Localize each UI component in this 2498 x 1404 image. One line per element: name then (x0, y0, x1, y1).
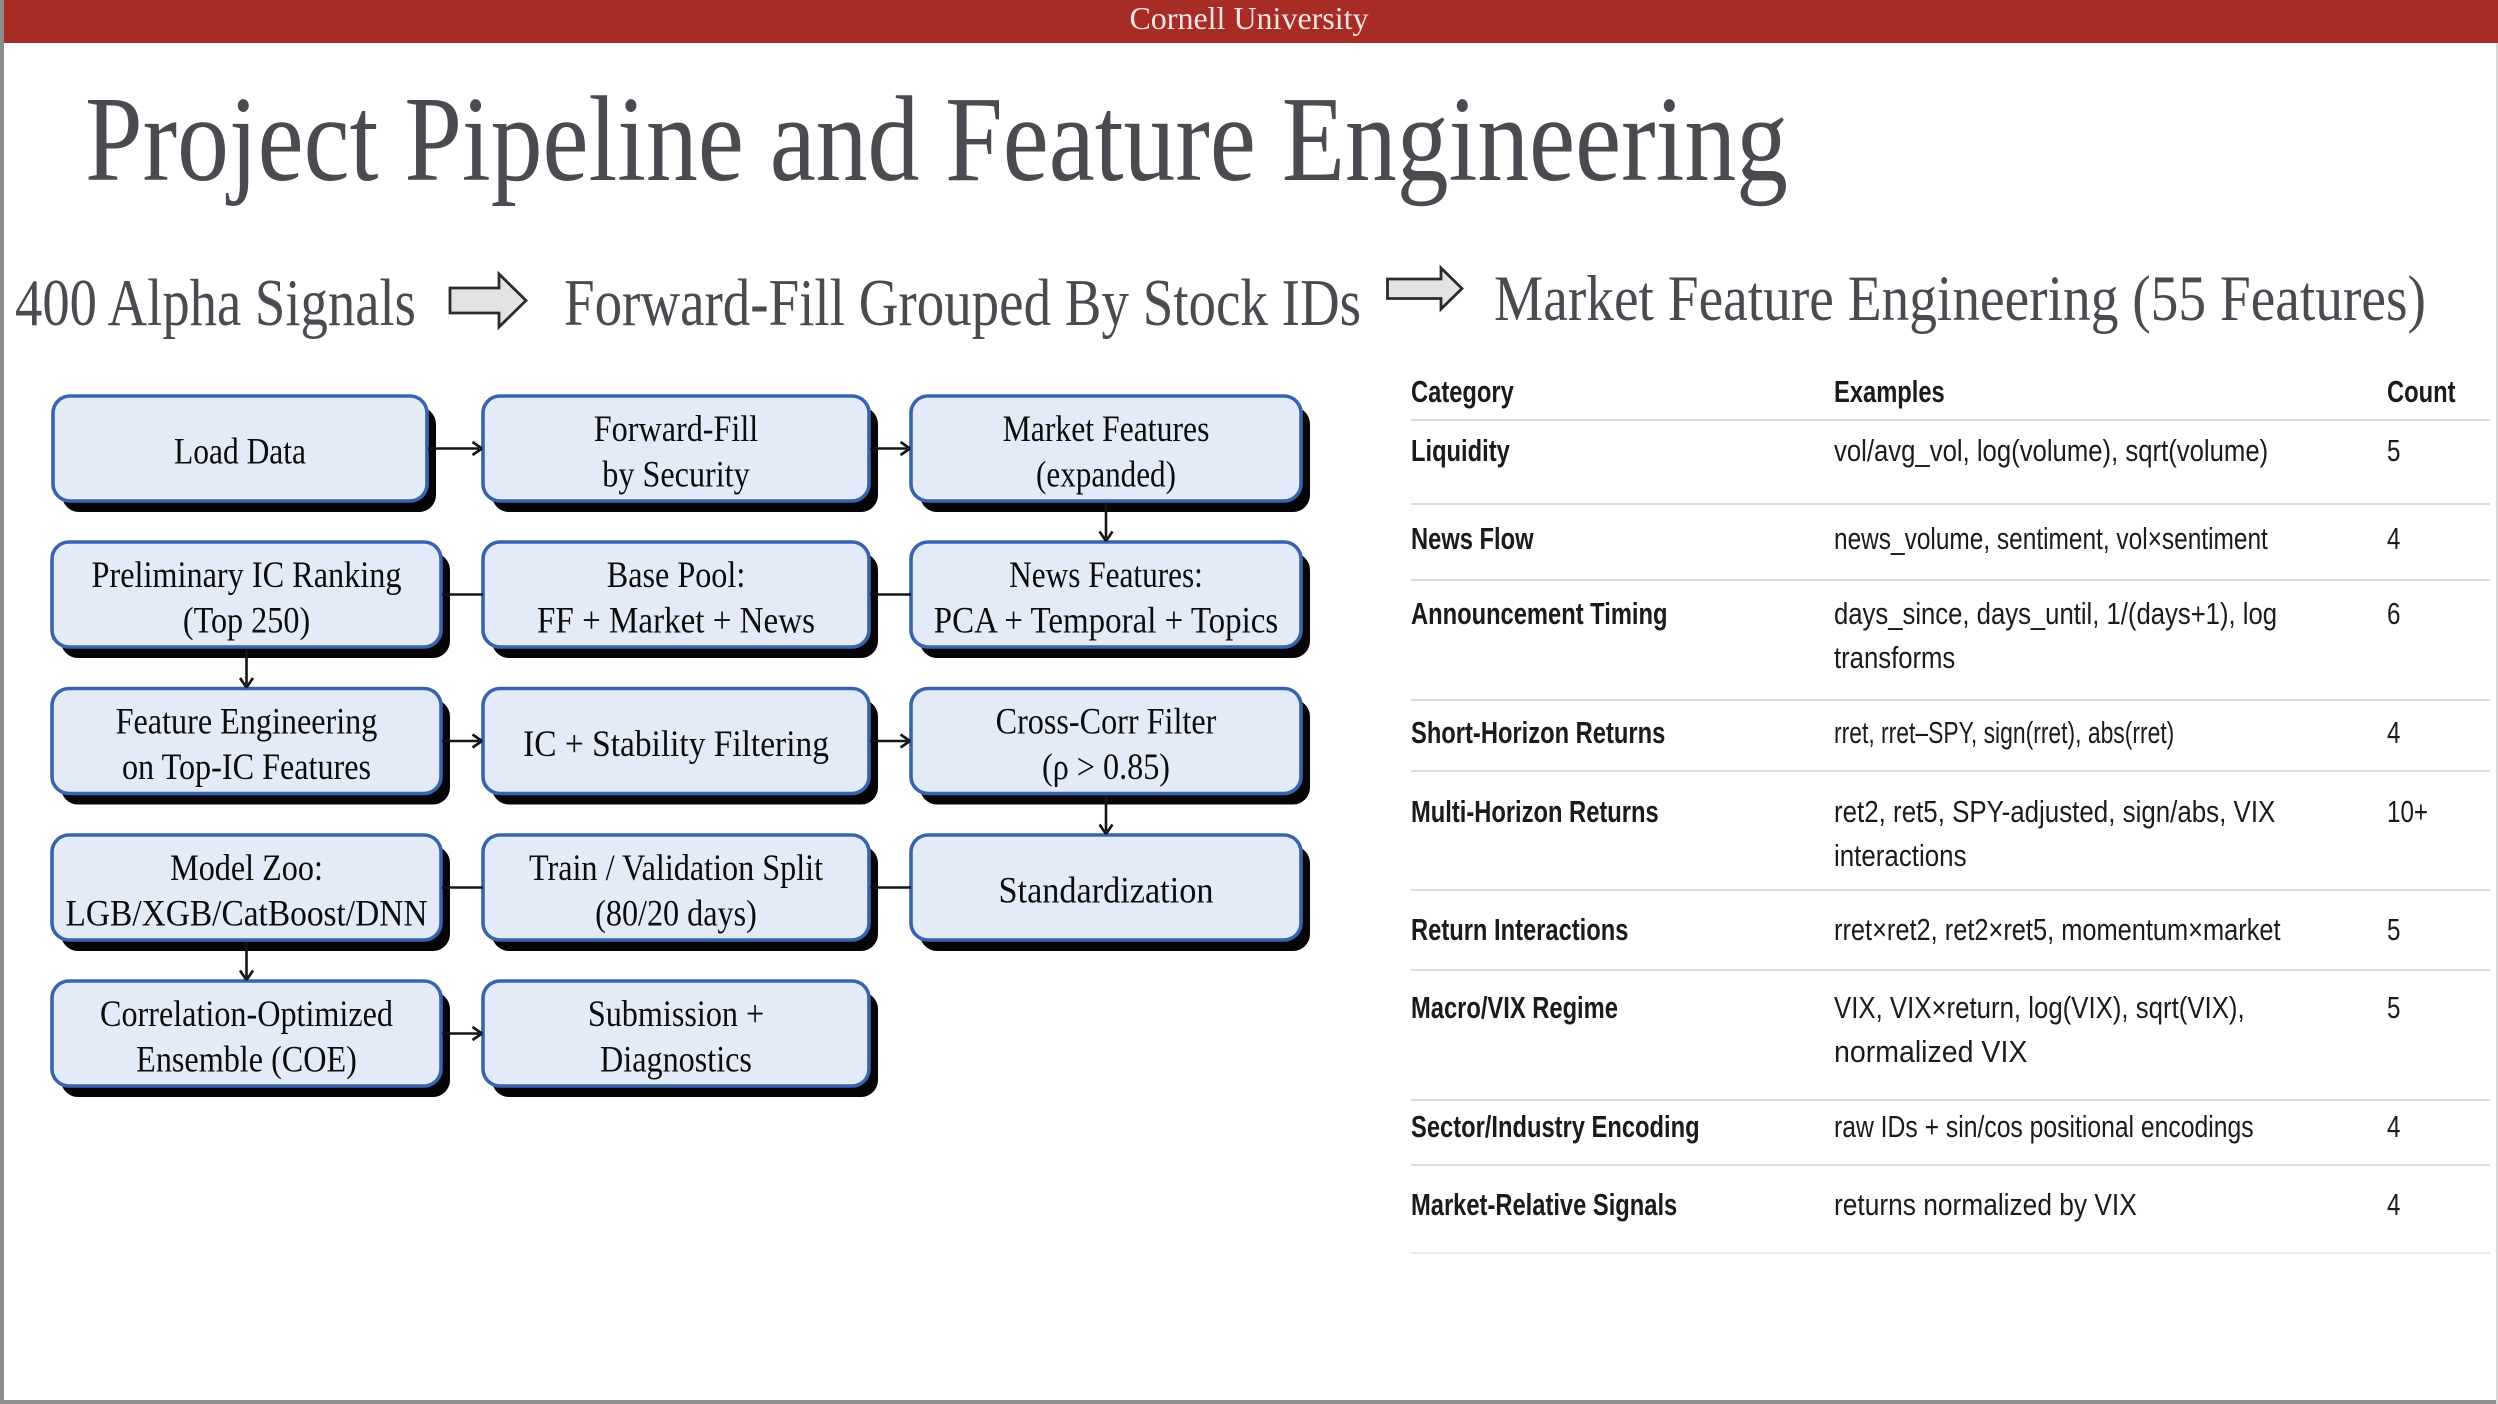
svg-text:Standardization: Standardization (999, 869, 1214, 911)
svg-text:(Top 250): (Top 250) (183, 600, 310, 641)
svg-text:by Security: by Security (602, 454, 750, 495)
svg-text:Train / Validation Split: Train / Validation Split (529, 848, 823, 889)
svg-text:Cross-Corr Filter: Cross-Corr Filter (996, 701, 1217, 742)
svg-text:Model Zoo:: Model Zoo: (170, 848, 323, 889)
svg-text:News Features:: News Features: (1009, 555, 1203, 596)
svg-text:(ρ > 0.85): (ρ > 0.85) (1042, 747, 1170, 788)
svg-text:(80/20 days): (80/20 days) (595, 893, 757, 934)
svg-text:Market Features: Market Features (1003, 409, 1210, 450)
svg-text:Ensemble (COE): Ensemble (COE) (136, 1039, 357, 1080)
svg-text:on Top-IC Features: on Top-IC Features (122, 747, 371, 788)
svg-text:Submission +: Submission + (588, 994, 764, 1035)
svg-text:LGB/XGB/CatBoost/DNN: LGB/XGB/CatBoost/DNN (66, 893, 428, 934)
svg-text:PCA + Temporal + Topics: PCA + Temporal + Topics (934, 600, 1278, 641)
svg-text:Forward-Fill: Forward-Fill (594, 409, 758, 450)
svg-text:Diagnostics: Diagnostics (600, 1039, 752, 1080)
svg-text:Feature Engineering: Feature Engineering (116, 701, 378, 742)
svg-text:Load Data: Load Data (174, 431, 306, 472)
svg-text:Base Pool:: Base Pool: (607, 555, 746, 596)
svg-text:FF + Market + News: FF + Market + News (537, 600, 815, 641)
svg-text:Correlation-Optimized: Correlation-Optimized (100, 994, 393, 1035)
svg-text:IC + Stability Filtering: IC + Stability Filtering (523, 723, 829, 764)
svg-text:Preliminary IC Ranking: Preliminary IC Ranking (92, 554, 402, 596)
svg-text:(expanded): (expanded) (1036, 455, 1176, 495)
